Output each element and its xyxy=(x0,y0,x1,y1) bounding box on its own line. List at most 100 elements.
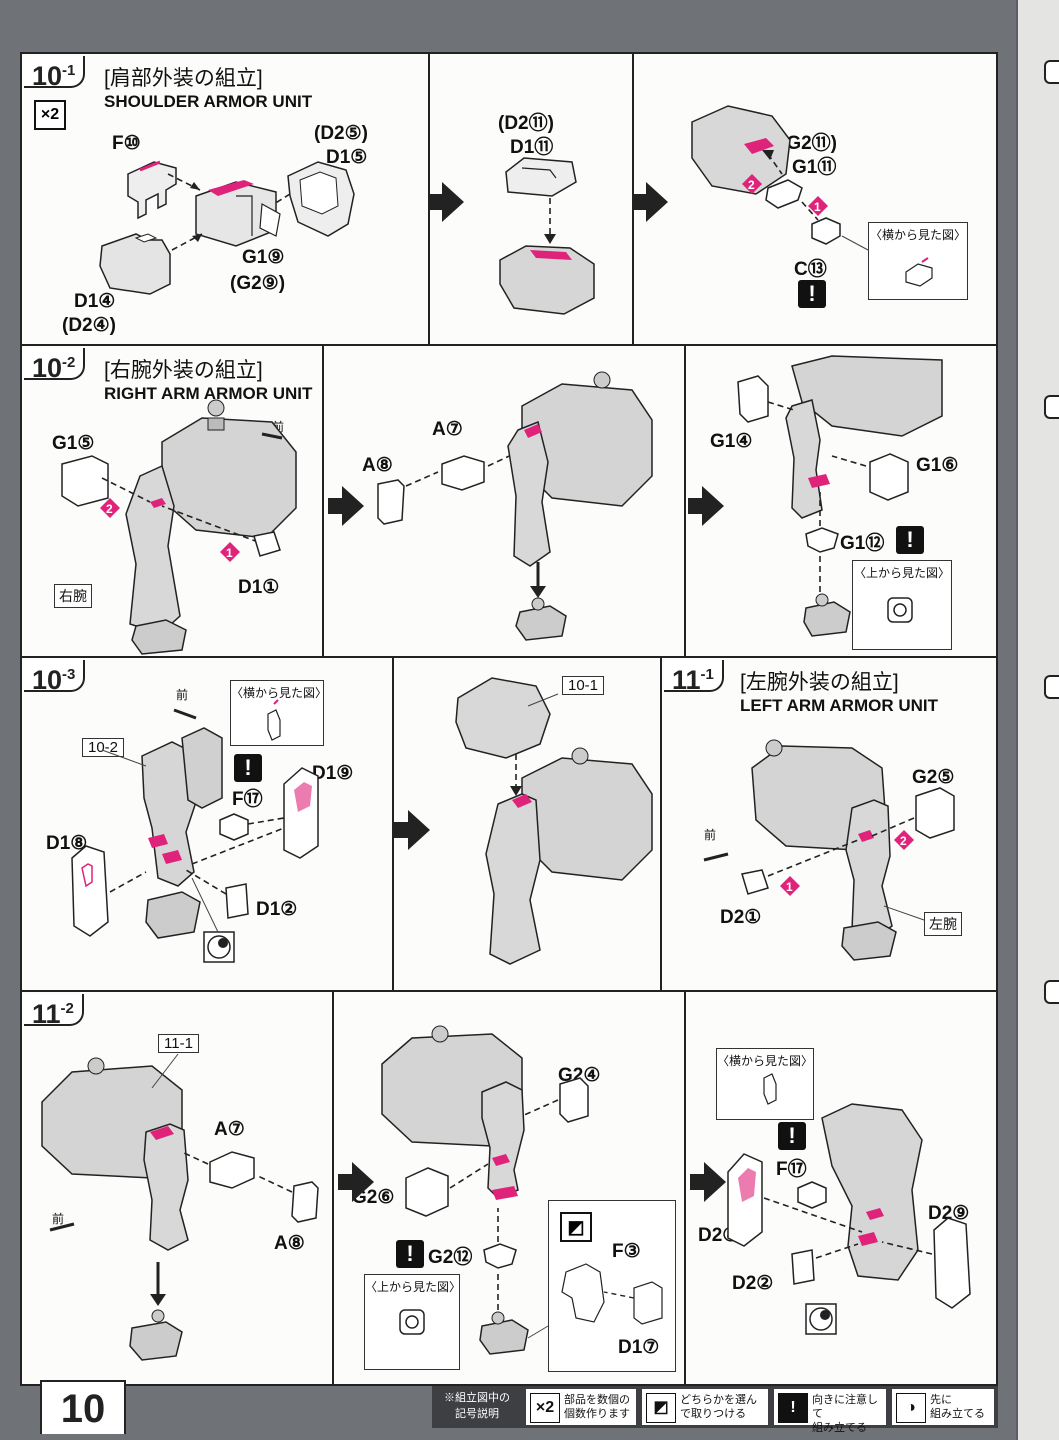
part-label: A⑦ xyxy=(432,419,463,440)
legend-text: 組み立てる xyxy=(930,1408,985,1420)
accent-mark xyxy=(866,1208,884,1220)
next-step-arrow xyxy=(688,486,724,526)
step-title-jp: [左腕外装の組立] xyxy=(740,671,899,694)
step-11-1-drawing: 2 1 xyxy=(703,739,955,961)
caution-icon: ! xyxy=(778,1393,808,1423)
legend-text: で取りつける xyxy=(680,1408,747,1420)
step-title-jp: [右腕外装の組立] xyxy=(104,359,263,382)
arrow-head xyxy=(510,786,522,796)
assembly-arrow xyxy=(405,471,439,487)
part-shape xyxy=(181,727,223,809)
part-shape xyxy=(219,813,249,841)
part-shape xyxy=(209,1151,255,1189)
legend-text: 個数作ります xyxy=(564,1408,630,1420)
legend-item-pre-assemble: ◑ 先に組み立てる xyxy=(892,1389,994,1425)
part-label: D1⑪ xyxy=(510,137,554,158)
accent-mark xyxy=(162,850,182,864)
reference-tag: 11-1 xyxy=(158,1034,199,1053)
part-shape xyxy=(905,263,933,287)
assembly-arrow xyxy=(871,817,915,837)
legend-text: どちらかを選ん xyxy=(680,1394,757,1406)
part-shape xyxy=(803,601,851,637)
caution-icon: ! xyxy=(778,1122,806,1150)
step-number: 10-1 xyxy=(24,56,86,91)
assembly-arrow xyxy=(101,477,151,503)
part-shape xyxy=(479,1319,529,1355)
arrow-head xyxy=(762,150,774,160)
part-shape xyxy=(236,195,253,236)
legend-heading: ※組立図中の 記号説明 xyxy=(436,1390,518,1422)
accent-mark xyxy=(148,834,168,848)
accent-mark xyxy=(524,424,542,438)
part-shape xyxy=(737,375,769,423)
step-marker-number: 2 xyxy=(900,834,907,848)
step-10-2-panel: 10-2 [右腕外装の組立] RIGHT ARM ARMOR UNIT 前 G1… xyxy=(20,344,998,658)
part-shape xyxy=(267,709,281,741)
divider xyxy=(392,658,394,990)
step-title-en: SHOULDER ARMOR UNIT xyxy=(104,92,313,111)
part-shape xyxy=(811,217,841,245)
accent-mark xyxy=(512,794,532,808)
part-shape xyxy=(405,1167,449,1217)
pre-assemble-icon xyxy=(207,935,231,959)
assembly-arrow xyxy=(185,869,227,895)
next-step-arrow xyxy=(690,1162,726,1202)
forward-label: 前 xyxy=(52,1212,65,1226)
part-label: F⑩ xyxy=(112,133,141,154)
accent-mark xyxy=(808,474,830,488)
part-shape xyxy=(571,747,589,765)
part-label: G1⑤ xyxy=(52,433,95,454)
step-marker-number: 1 xyxy=(226,546,233,560)
part-shape xyxy=(507,420,551,567)
legend-item-choose: ◩ どちらかを選んで取りつける xyxy=(642,1389,768,1425)
page-number: 10 xyxy=(40,1380,126,1434)
forward-arrow xyxy=(703,852,729,862)
step-number: 10-3 xyxy=(24,660,86,695)
pre-assemble-icon: ◑ xyxy=(896,1393,926,1423)
part-shape xyxy=(841,921,897,961)
accent-mark xyxy=(858,830,874,842)
assembly-arrow xyxy=(767,401,795,411)
step-10-3-drawing xyxy=(71,677,653,965)
assembly-arrow xyxy=(273,193,291,205)
part-label: D1⑤ xyxy=(326,147,368,168)
accent-mark xyxy=(150,498,166,508)
accent-mark xyxy=(492,1186,518,1200)
part-shape xyxy=(441,455,485,491)
part-label: A⑧ xyxy=(362,455,393,476)
part-shape xyxy=(531,597,545,611)
accent-mark xyxy=(139,160,161,172)
caution-icon: ! xyxy=(234,754,262,782)
legend-heading-line: ※組立図中の xyxy=(444,1392,510,1404)
part-shape xyxy=(134,233,158,243)
part-shape xyxy=(481,1081,525,1199)
divider xyxy=(322,346,324,656)
part-shape xyxy=(821,1103,923,1281)
multiplier-icon: ×2 xyxy=(530,1393,560,1423)
part-label: G1④ xyxy=(710,431,753,452)
accent-mark xyxy=(921,257,929,263)
part-label: (D2④) xyxy=(62,315,116,336)
step-marker xyxy=(100,498,120,518)
part-label: F⑰ xyxy=(232,789,263,810)
part-shape xyxy=(145,891,201,939)
arrow-head xyxy=(150,1294,166,1306)
step-marker-number: 2 xyxy=(106,502,113,516)
part-label: C⑬ xyxy=(794,259,827,280)
part-shape xyxy=(283,767,319,859)
part-shape xyxy=(259,203,281,237)
part-shape xyxy=(765,739,783,757)
part-shape xyxy=(151,1309,165,1323)
part-label: F③ xyxy=(612,1241,641,1262)
part-label: D2② xyxy=(732,1273,774,1294)
leader-line xyxy=(151,1053,179,1089)
symbol-legend: ※組立図中の 記号説明 ×2 部品を数個の個数作ります ◩ どちらかを選んで取り… xyxy=(432,1386,998,1434)
forward-label: 前 xyxy=(704,828,717,842)
part-label: G2⑤ xyxy=(912,767,955,788)
part-shape xyxy=(791,1249,815,1285)
part-shape xyxy=(763,1073,777,1105)
step-11-1-panel: 11-1 [左腕外装の組立] LEFT ARM ARMOR UNIT 前 G2⑤… xyxy=(660,656,998,992)
part-shape xyxy=(129,1321,183,1361)
next-page-tab xyxy=(1044,395,1059,419)
part-shape xyxy=(915,787,955,839)
